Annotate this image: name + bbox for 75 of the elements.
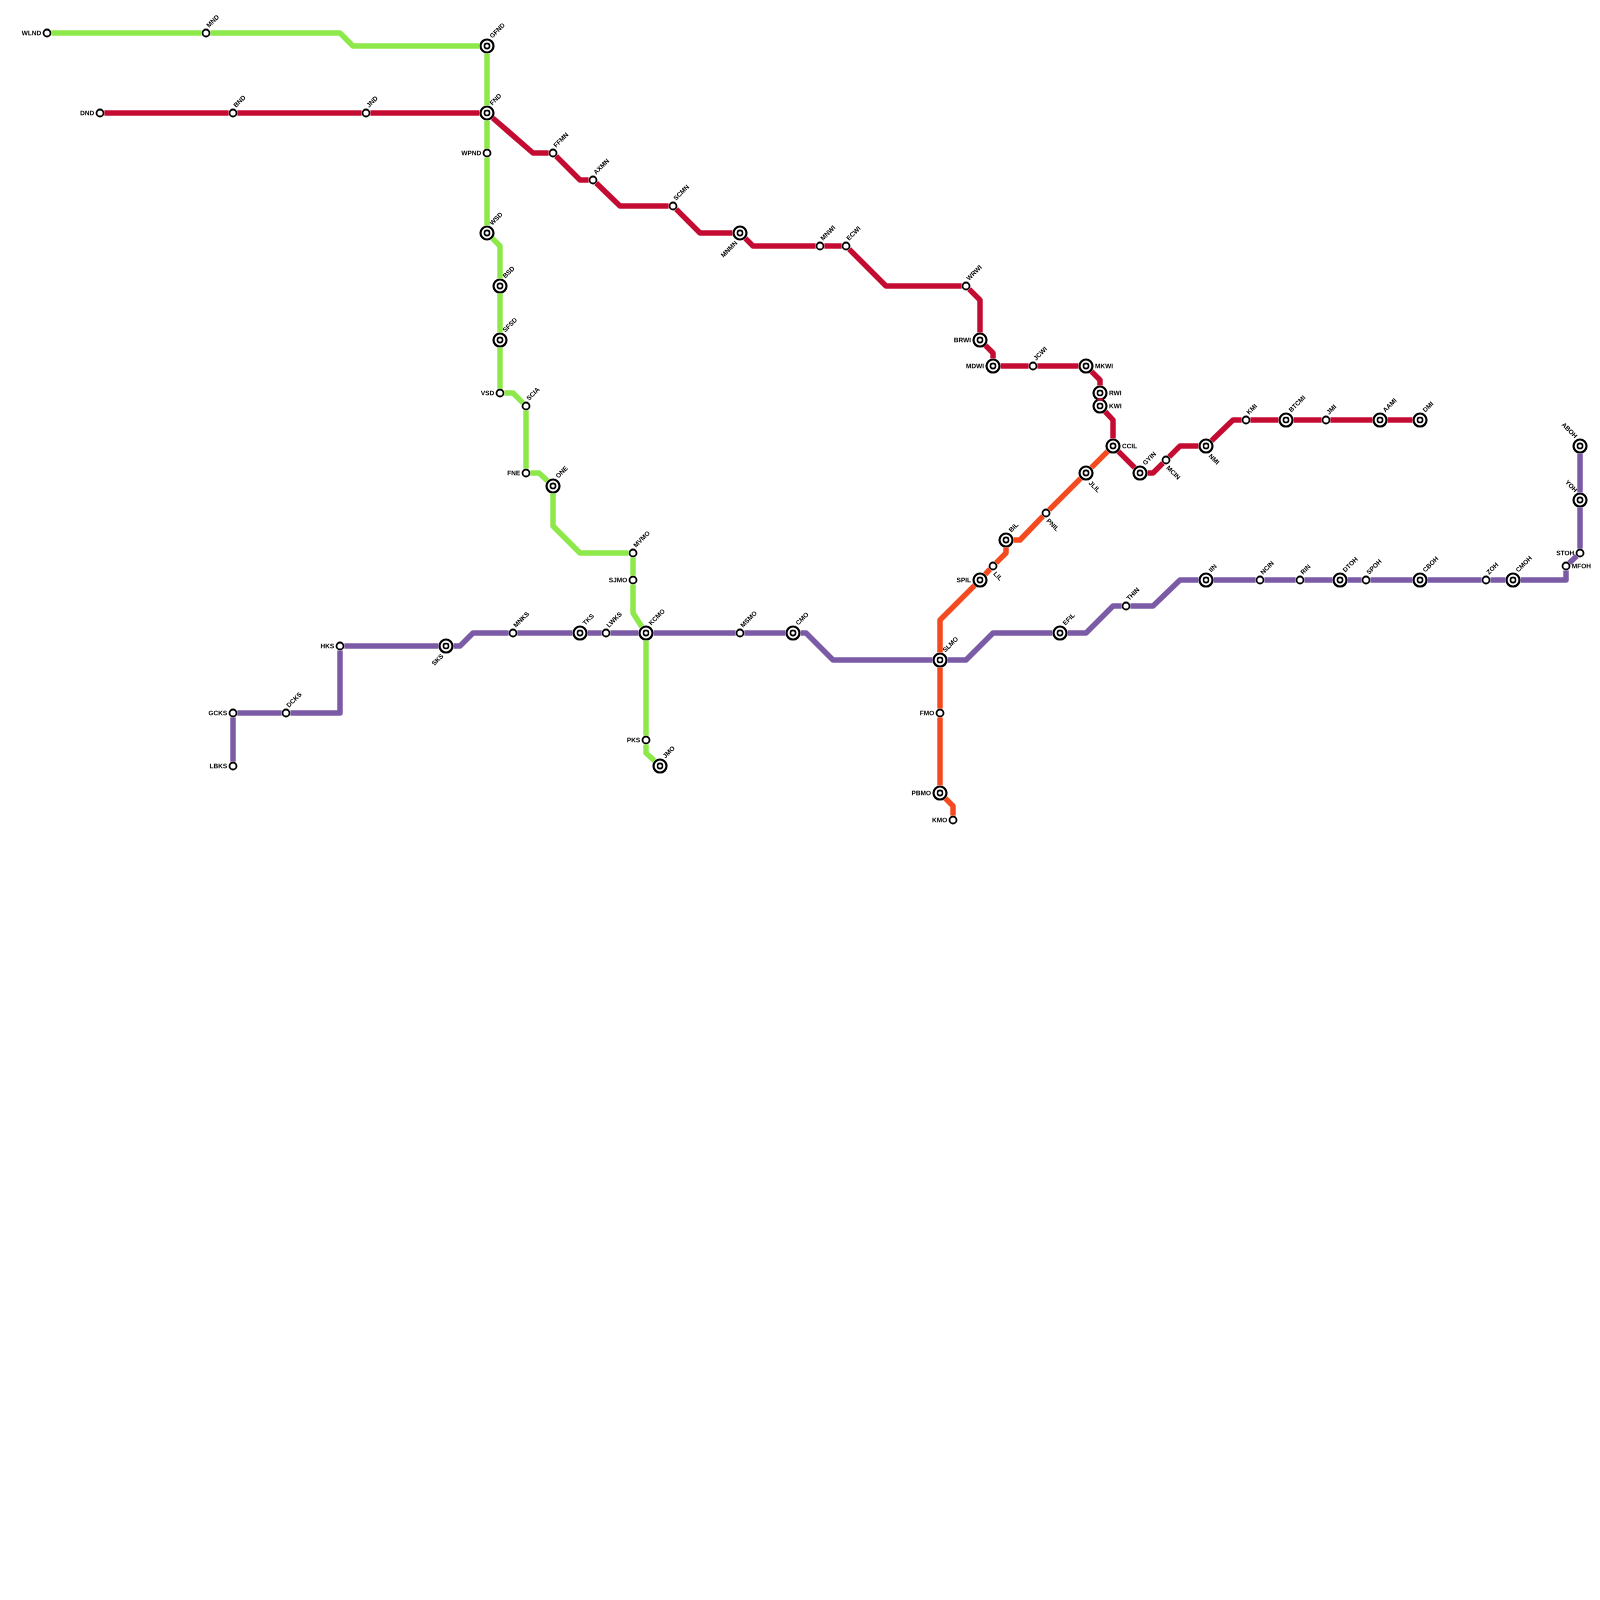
- rail-line: [587, 630, 602, 636]
- rail-line: [674, 207, 733, 236]
- rail-line: [1577, 507, 1583, 549]
- rail-line: [453, 630, 509, 649]
- rail-line: [1067, 603, 1122, 636]
- rail-line: [983, 567, 993, 577]
- rail-line: [824, 243, 842, 249]
- rail-line: [523, 410, 529, 469]
- rail-line: [237, 710, 282, 716]
- rail-line: [484, 53, 490, 106]
- rail-line: [1167, 443, 1199, 459]
- rail-line: [1037, 363, 1079, 369]
- rail-line: [630, 584, 645, 629]
- rail-line: [1387, 417, 1413, 423]
- rail-line: [1116, 449, 1137, 470]
- rail-line: [1577, 453, 1583, 493]
- rail-line: [210, 30, 480, 49]
- rail-line: [504, 390, 525, 405]
- rail-line: [994, 547, 1009, 565]
- rail-line: [490, 115, 549, 156]
- rail-line: [1013, 514, 1045, 543]
- rail-line: [594, 181, 669, 209]
- rail-line: [1089, 449, 1110, 470]
- rail-line: [983, 343, 996, 359]
- rail-line: [484, 120, 490, 149]
- rail-line: [1330, 417, 1373, 423]
- rail-line: [1567, 554, 1579, 566]
- rail-line: [497, 347, 503, 389]
- rail-line: [847, 247, 962, 289]
- rail-line: [653, 630, 736, 636]
- rail-line: [1209, 417, 1242, 443]
- rail-line: [800, 630, 933, 663]
- rail-line: [1250, 417, 1279, 423]
- rail-line: [1304, 577, 1333, 583]
- rail-line: [937, 667, 943, 709]
- rail-line: [1347, 577, 1362, 583]
- rail-line: [550, 493, 629, 556]
- rail-line: [370, 110, 480, 116]
- rail-line: [490, 236, 503, 279]
- rail-line: [344, 643, 439, 649]
- rail-line: [1089, 369, 1103, 386]
- rail-line: [237, 110, 362, 116]
- rail-line: [230, 717, 236, 762]
- rail-line: [947, 630, 1053, 663]
- rail-line: [937, 583, 977, 653]
- rail-line: [484, 157, 490, 226]
- rail-line: [497, 293, 503, 333]
- rail-line: [1130, 577, 1199, 609]
- rail-line: [530, 470, 550, 483]
- rail-line: [744, 630, 786, 636]
- rail-line: [643, 744, 657, 763]
- rail-line: [290, 650, 343, 716]
- rail-line: [1490, 577, 1506, 583]
- rail-line: [1370, 577, 1413, 583]
- rail-line: [517, 630, 573, 636]
- rail-line: [1520, 570, 1569, 583]
- rail-line: [1213, 577, 1256, 583]
- rail-line: [1103, 409, 1116, 439]
- rail-line: [1000, 363, 1029, 369]
- rail-line: [104, 110, 229, 116]
- rail-line: [1427, 577, 1482, 583]
- rail-line: [1147, 461, 1165, 476]
- rail-line: [51, 30, 202, 36]
- rail-line: [643, 640, 649, 736]
- rail-line: [1264, 577, 1296, 583]
- rail-line: [1097, 398, 1103, 401]
- rail-line: [743, 236, 816, 249]
- rail-line: [1293, 417, 1322, 423]
- rail-line: [630, 557, 636, 576]
- rail-line: [943, 796, 956, 816]
- rail-line: [967, 287, 983, 333]
- rail-line: [610, 630, 639, 636]
- rail-line: [1047, 476, 1083, 512]
- rail-line: [937, 717, 943, 786]
- rail-line: [554, 154, 589, 183]
